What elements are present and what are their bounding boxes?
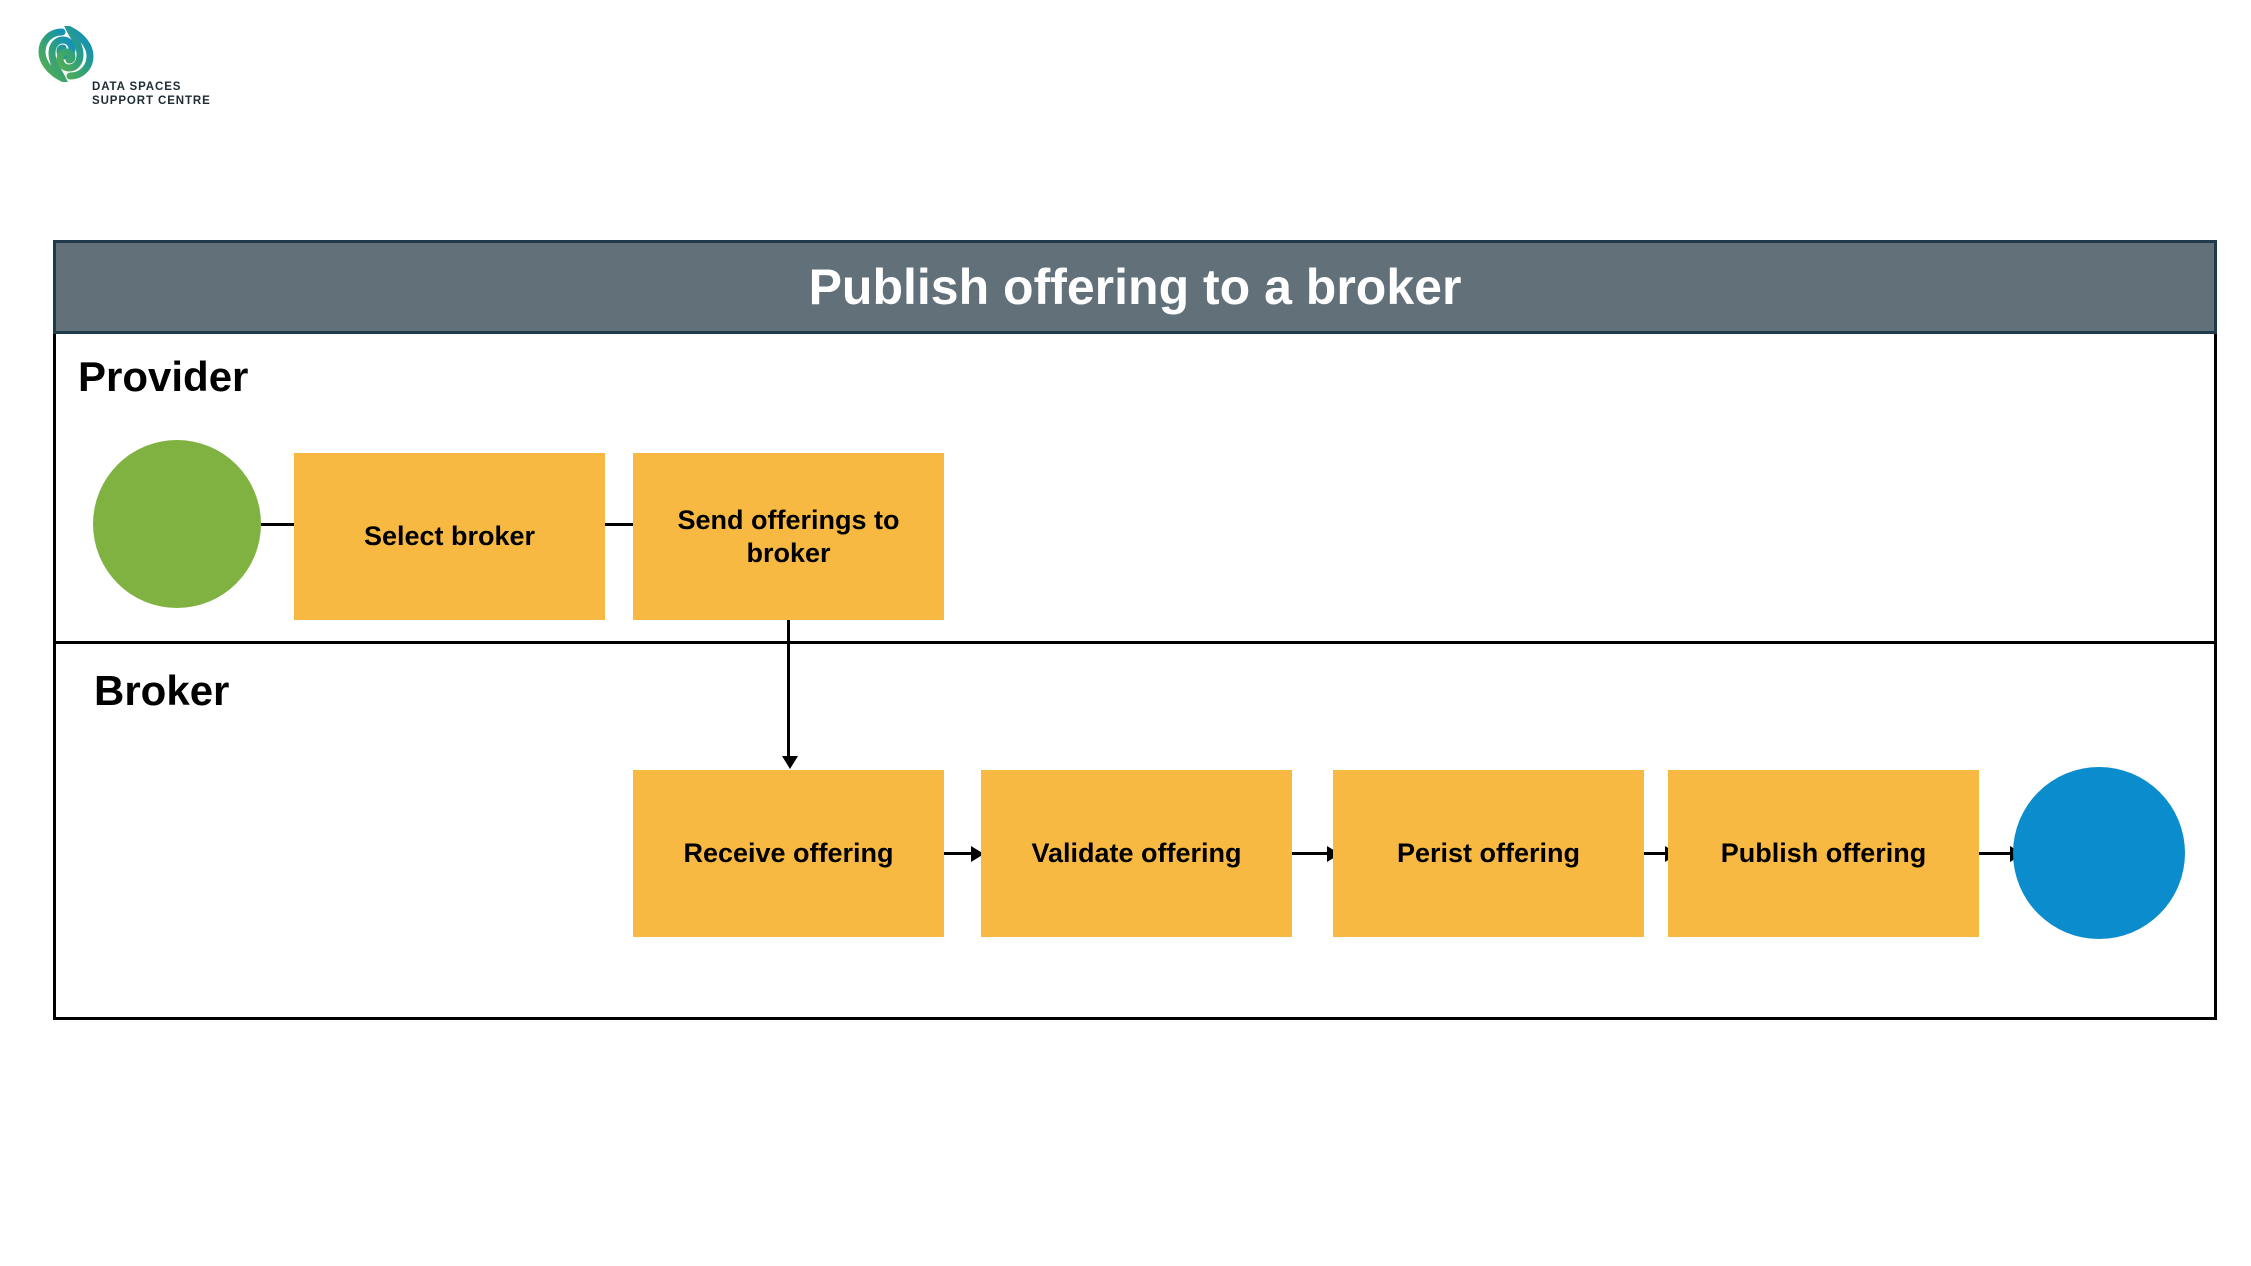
swimlane-label-provider: Provider [78, 353, 249, 400]
swimlane-provider: Provider Select broker Send offerings to… [56, 334, 2214, 644]
task-node-select-broker[interactable]: Select broker [294, 453, 605, 620]
connector-start-to-select-broker [261, 523, 321, 526]
connector-publish-to-end [1979, 852, 2013, 855]
task-node-send-offerings-to-broker[interactable]: Send offerings to broker [633, 453, 944, 620]
brand-logo: DATA SPACES SUPPORT CENTRE [38, 22, 218, 108]
task-label: Select broker [363, 521, 536, 552]
start-event-node[interactable] [93, 440, 261, 608]
process-diagram: Publish offering to a broker Provider Se… [53, 240, 2217, 1020]
diagram-title-bar: Publish offering to a broker [53, 240, 2217, 334]
task-label: Validate offering [1031, 838, 1242, 869]
logo-line-2: SUPPORT CENTRE [92, 95, 211, 108]
diagram-title: Publish offering to a broker [808, 259, 1462, 315]
connector-perist-to-publish [1644, 852, 1668, 855]
logo-wordmark: DATA SPACES SUPPORT CENTRE [92, 80, 211, 108]
arrowhead-icon [782, 756, 798, 769]
task-node-receive-offering[interactable]: Receive offering [633, 770, 944, 937]
task-label: Send offerings to broker [677, 504, 900, 568]
connector-send-to-receive-upper [787, 620, 790, 644]
end-event-node[interactable] [2013, 767, 2185, 939]
arrowhead-icon [971, 846, 984, 862]
task-label: Perist offering [1396, 838, 1581, 869]
swimlane-container: Provider Select broker Send offerings to… [53, 334, 2217, 1020]
logo-line-1: DATA SPACES [92, 81, 182, 93]
connector-validate-to-perist [1292, 852, 1330, 855]
swimlane-broker: Broker Receive offering Validate offerin… [56, 644, 2214, 1017]
connector-select-to-send [605, 523, 649, 526]
data-spaces-support-centre-logo-icon [38, 22, 94, 86]
task-label: Receive offering [683, 838, 894, 869]
connector-send-to-receive-lower [787, 644, 790, 760]
swimlane-label-broker: Broker [94, 667, 230, 714]
task-node-publish-offering[interactable]: Publish offering [1668, 770, 1979, 937]
task-label: Publish offering [1720, 838, 1927, 869]
connector-receive-to-validate [944, 852, 974, 855]
task-node-validate-offering[interactable]: Validate offering [981, 770, 1292, 937]
task-node-perist-offering[interactable]: Perist offering [1333, 770, 1644, 937]
